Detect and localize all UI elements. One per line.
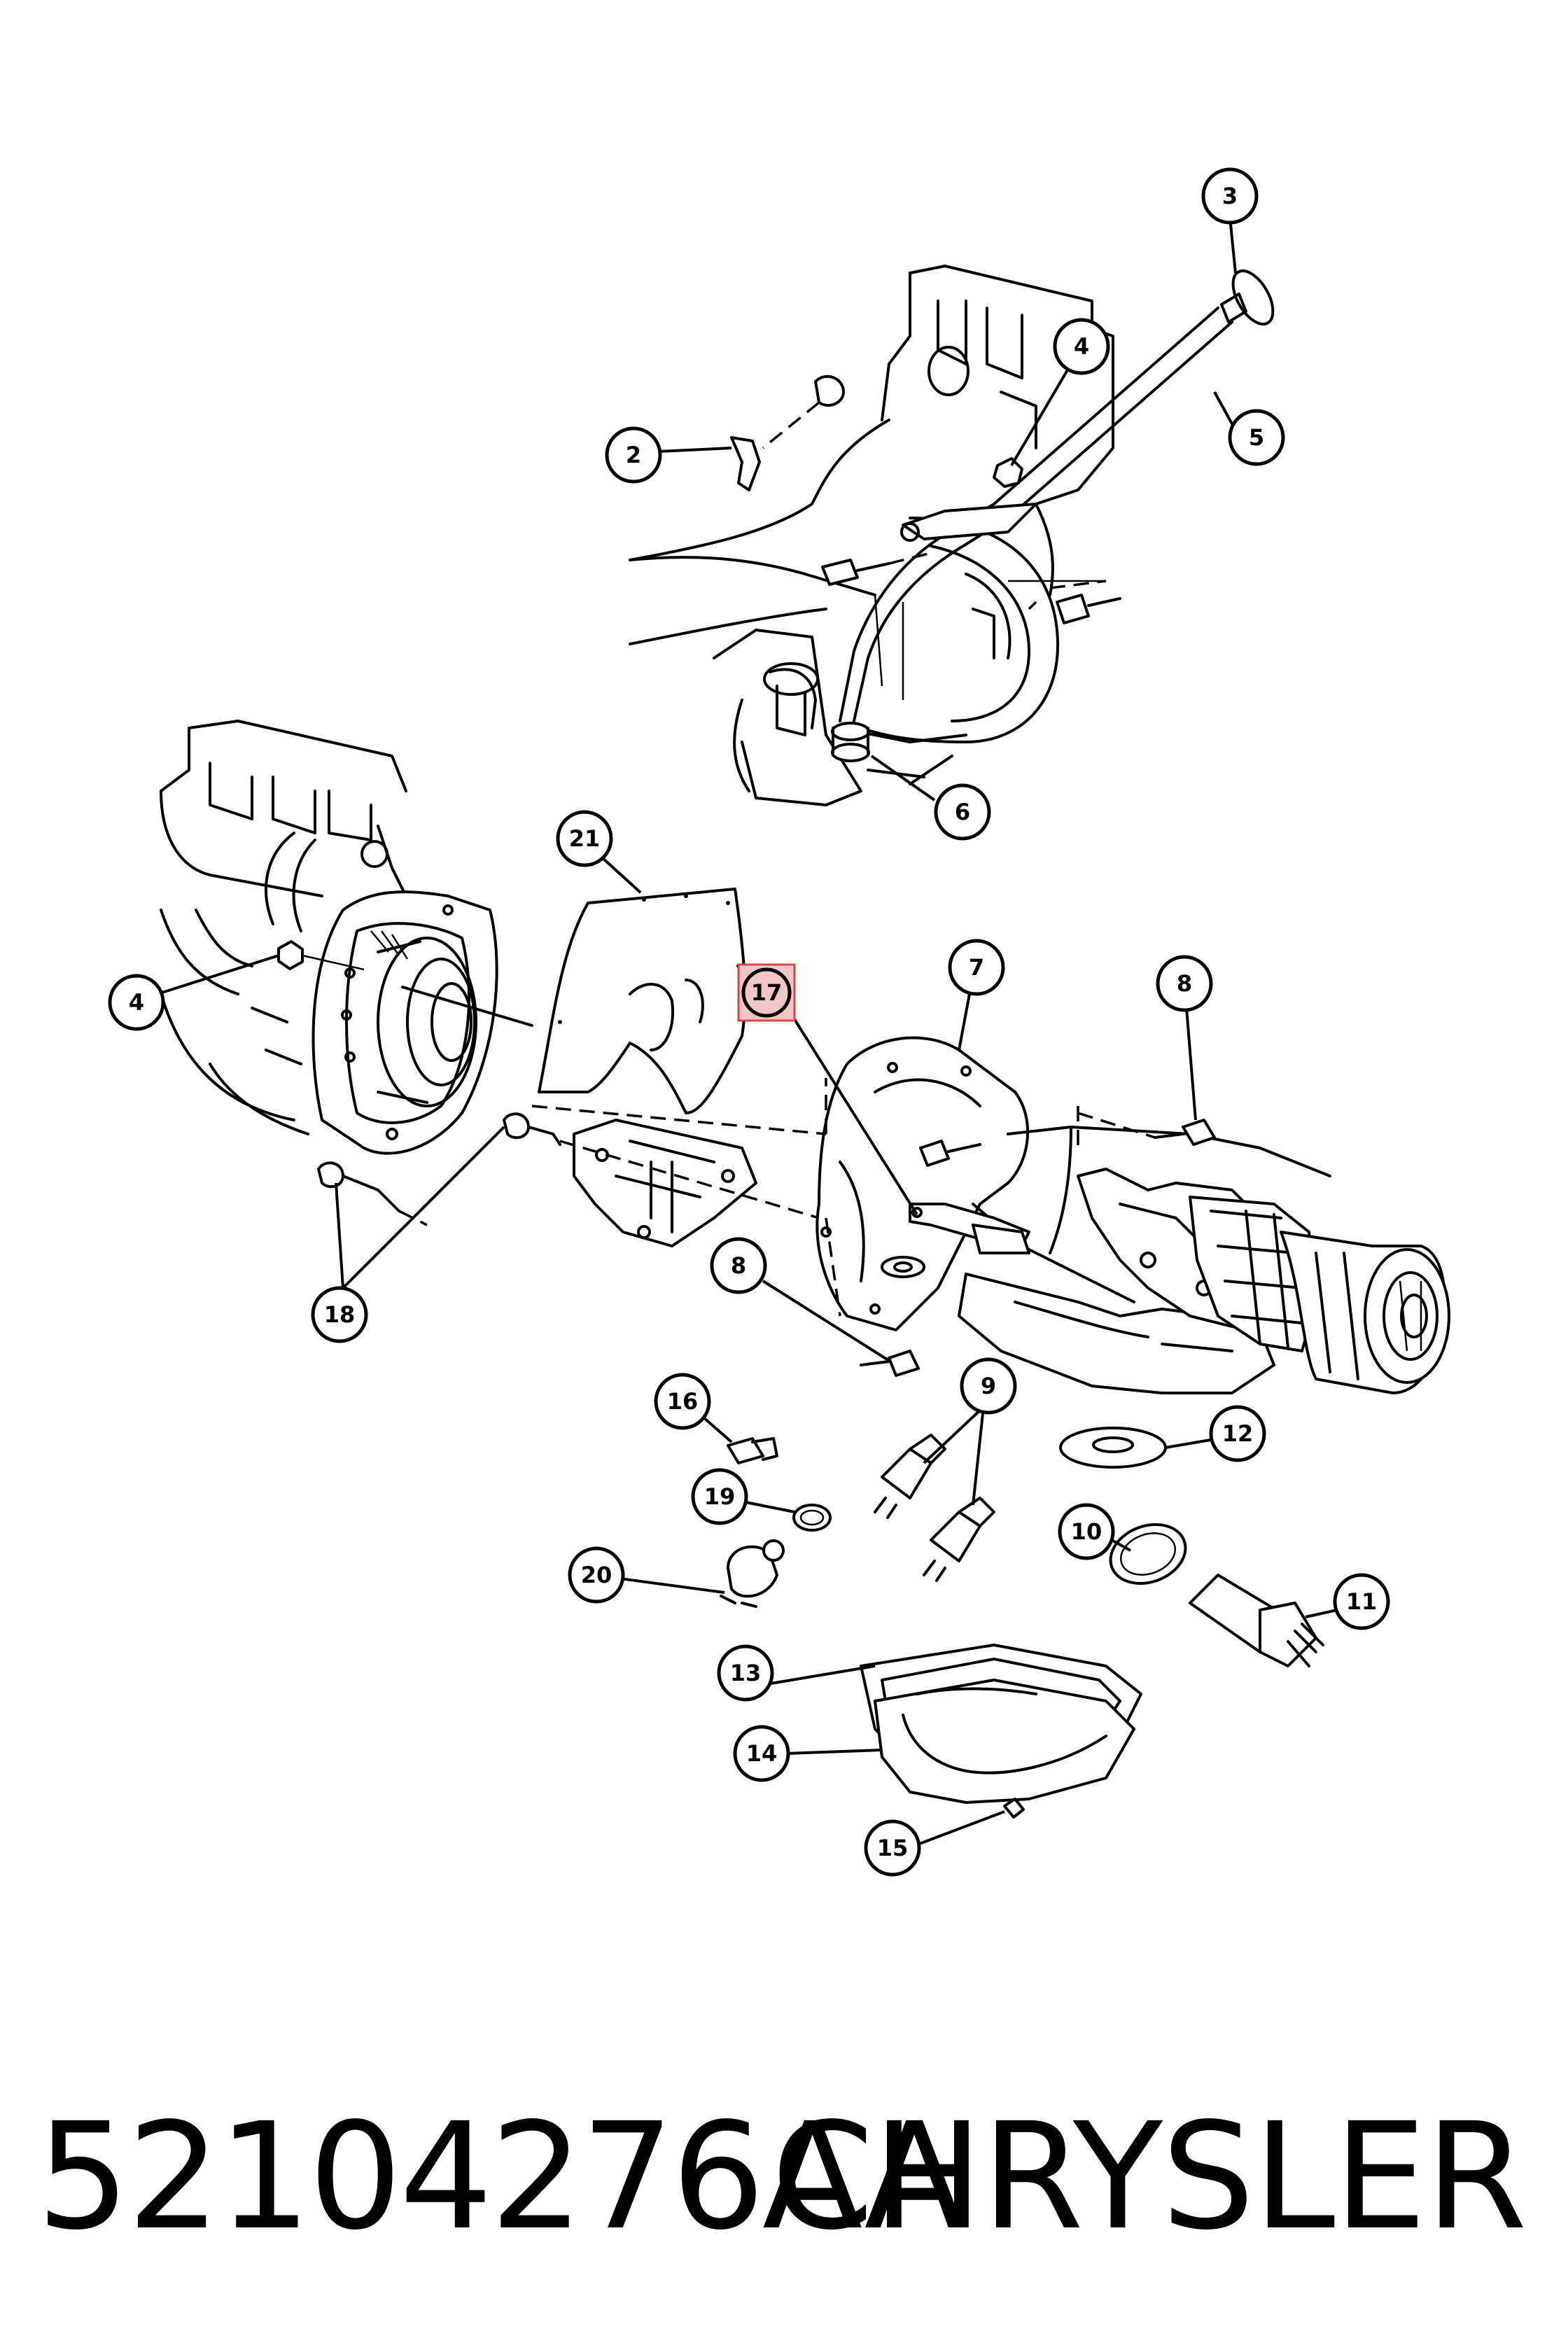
callout-14-label: 14 <box>746 1740 778 1767</box>
callout-4-left-label: 4 <box>129 989 144 1016</box>
callout-8-upper[interactable]: 8 <box>1156 955 1213 1012</box>
callout-2-label: 2 <box>626 442 641 468</box>
callout-6[interactable]: 6 <box>934 783 991 841</box>
callout-2[interactable]: 2 <box>605 426 662 484</box>
callout-19[interactable]: 19 <box>691 1468 748 1525</box>
callout-10[interactable]: 10 <box>1058 1503 1115 1560</box>
callout-4-left[interactable]: 4 <box>108 974 165 1031</box>
brand-name: CHRYSLER <box>771 2091 1527 2262</box>
callout-4-upper[interactable]: 4 <box>1053 318 1110 375</box>
alignment-lines <box>531 1078 1079 1317</box>
footer: 52104276AA CHRYSLER <box>0 2086 1568 2268</box>
callout-10-label: 10 <box>1071 1518 1102 1545</box>
callout-8-upper-label: 8 <box>1177 970 1192 997</box>
callout-3-label: 3 <box>1222 183 1238 209</box>
callout-5[interactable]: 5 <box>1228 409 1285 466</box>
callout-21-label: 21 <box>569 825 601 852</box>
dipstick-tube <box>831 270 1275 762</box>
callout-8-lower[interactable]: 8 <box>710 1237 767 1294</box>
callout-15[interactable]: 15 <box>864 1819 921 1877</box>
upper-transmission-housing <box>629 265 1114 806</box>
callout-14[interactable]: 14 <box>733 1725 790 1782</box>
callout-7-label: 7 <box>969 954 984 981</box>
part-number: 52104276AA <box>36 2091 965 2262</box>
callout-13-label: 13 <box>730 1660 762 1686</box>
callout-8-lower-label: 8 <box>731 1252 746 1279</box>
callout-11[interactable]: 11 <box>1333 1573 1390 1630</box>
inspection-cover-bracket <box>317 1112 820 1247</box>
torque-converter-housing <box>277 890 533 1155</box>
callout-15-label: 15 <box>877 1835 909 1861</box>
callout-4-upper-label: 4 <box>1074 333 1089 360</box>
flex-plate-cover <box>538 888 747 1114</box>
callout-21[interactable]: 21 <box>556 810 613 867</box>
callout-16-label: 16 <box>667 1388 699 1415</box>
callout-17[interactable]: 17 <box>741 967 792 1018</box>
callout-16[interactable]: 16 <box>654 1373 711 1430</box>
engine-block-left <box>160 720 407 1135</box>
transmission-case <box>816 1036 1450 1394</box>
callout-20[interactable]: 20 <box>568 1546 625 1604</box>
callout-3[interactable]: 3 <box>1201 167 1259 225</box>
callout-5-label: 5 <box>1249 424 1264 451</box>
callout-17-label: 17 <box>751 979 783 1006</box>
loose-parts <box>720 1427 1324 1819</box>
callout-7[interactable]: 7 <box>948 939 1005 996</box>
callout-20-label: 20 <box>581 1562 612 1588</box>
callout-12[interactable]: 12 <box>1209 1405 1266 1462</box>
callout-11-label: 11 <box>1346 1588 1378 1615</box>
callout-9-label: 9 <box>981 1373 996 1399</box>
callout-19-label: 19 <box>704 1483 736 1510</box>
upper-bolts <box>730 374 1121 624</box>
callout-9[interactable]: 9 <box>960 1357 1017 1415</box>
callout-18[interactable]: 18 <box>311 1286 368 1343</box>
callout-13[interactable]: 13 <box>717 1644 774 1702</box>
callout-18-label: 18 <box>324 1301 356 1328</box>
callout-12-label: 12 <box>1222 1420 1254 1447</box>
callout-6-label: 6 <box>955 799 970 825</box>
